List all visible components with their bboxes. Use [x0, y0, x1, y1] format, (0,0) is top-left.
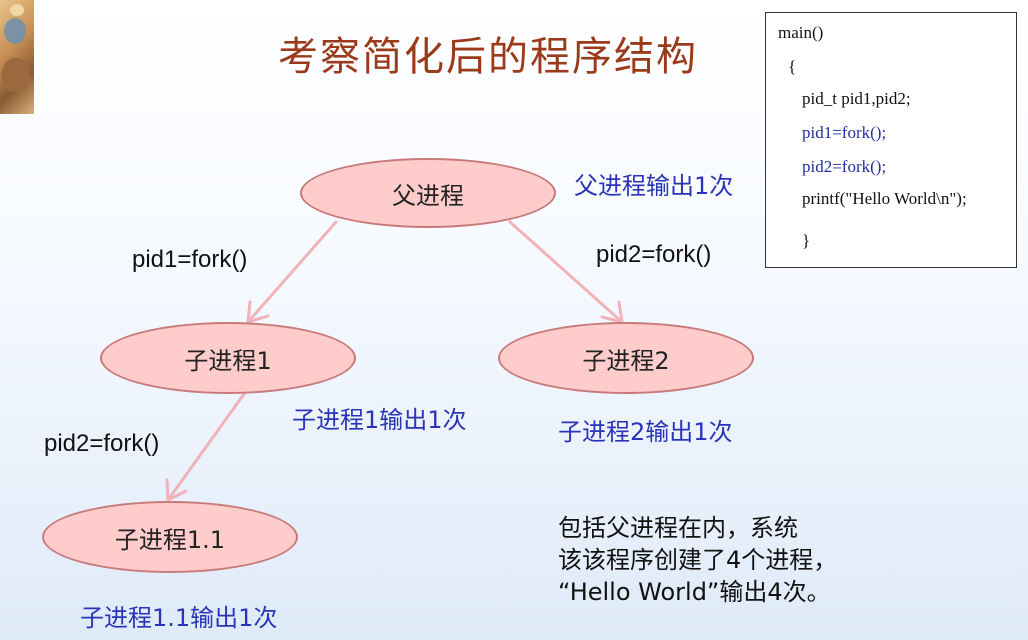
code-line-open-brace: {	[788, 57, 797, 76]
output-child1: 子进程1输出1次	[292, 406, 467, 434]
output-parent: 父进程输出1次	[574, 172, 734, 200]
arrow-child1-to-child11	[166, 392, 246, 502]
summary-text: 包括父进程在内，系统 该该程序创建了4个进程， “Hello World”输出4…	[558, 512, 837, 608]
summary-line-3: “Hello World”输出4次。	[558, 578, 831, 606]
code-line-fork2: pid2=fork();	[802, 157, 887, 176]
arrow-parent-to-child1	[246, 220, 338, 324]
node-child1-1: 子进程1.1	[42, 501, 298, 573]
summary-line-1: 包括父进程在内，系统	[558, 514, 798, 542]
code-line-fork1: pid1=fork();	[802, 123, 887, 142]
edge-label-pid2-fork-left: pid2=fork()	[44, 430, 160, 457]
summary-line-2: 该该程序创建了4个进程，	[558, 546, 838, 574]
output-child1-1: 子进程1.1输出1次	[80, 604, 278, 632]
edge-label-pid1-fork: pid1=fork()	[132, 246, 248, 273]
code-line-close-brace: }	[802, 231, 811, 250]
node-child2: 子进程2	[498, 322, 754, 394]
edge-label-pid2-fork-right: pid2=fork()	[596, 241, 712, 268]
node-child1: 子进程1	[100, 322, 356, 394]
output-child2: 子进程2输出1次	[558, 418, 733, 446]
code-line-decl: pid_t pid1,pid2;	[802, 89, 911, 108]
code-box: main() { pid_t pid1,pid2; pid1=fork(); p…	[765, 12, 1017, 268]
code-line-printf: printf("Hello World\n");	[802, 189, 967, 208]
arrow-parent-to-child2	[508, 220, 624, 324]
code-line-main: main()	[778, 23, 824, 42]
slide-title: 考察简化后的程序结构	[278, 34, 698, 80]
node-parent: 父进程	[300, 158, 556, 228]
corner-illustration	[0, 0, 34, 114]
